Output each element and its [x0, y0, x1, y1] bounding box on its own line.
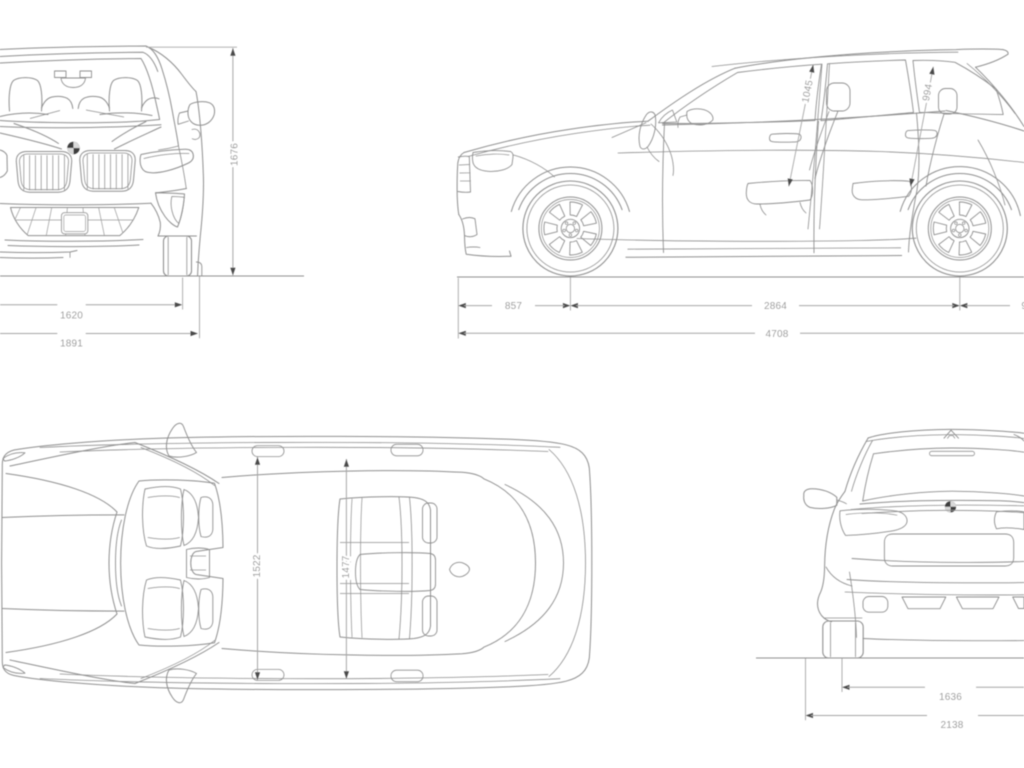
svg-text:2864: 2864 — [764, 301, 787, 312]
svg-text:1636: 1636 — [939, 692, 962, 703]
svg-text:1676: 1676 — [229, 143, 240, 166]
svg-text:1891: 1891 — [60, 338, 83, 349]
svg-text:1045: 1045 — [800, 79, 815, 104]
svg-text:1477: 1477 — [341, 555, 352, 578]
svg-text:2138: 2138 — [940, 720, 963, 731]
svg-text:1522: 1522 — [252, 554, 263, 577]
svg-text:4708: 4708 — [765, 329, 788, 340]
svg-text:987: 987 — [1021, 301, 1024, 312]
svg-text:1620: 1620 — [60, 311, 83, 322]
svg-text:857: 857 — [505, 301, 523, 312]
svg-text:994: 994 — [921, 83, 935, 102]
